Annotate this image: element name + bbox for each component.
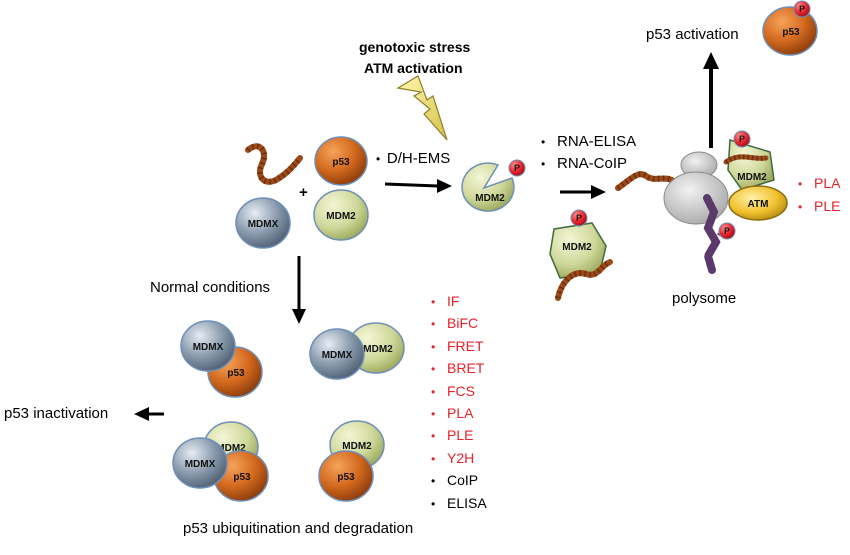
interaction-method-item: Y2H	[431, 448, 487, 470]
mdmx-label-complex2: MDMX	[322, 350, 353, 361]
interaction-method-item: BiFC	[431, 313, 487, 335]
p53-protein-icon: p53	[314, 136, 368, 186]
mdm2-label-complex2: MDM2	[363, 344, 393, 355]
polysome-complex-icon: MDM2 P ATM P	[615, 130, 788, 274]
active-p53-icon: p53 P	[762, 0, 818, 56]
interaction-method-item: PLE	[431, 425, 487, 447]
p53-label-active: p53	[782, 27, 800, 38]
interaction-method-item: BRET	[431, 358, 487, 380]
stimulus-line2: ATM activation	[364, 60, 463, 76]
phospho-label-polysome-top: P	[739, 134, 745, 144]
arrow-up-activation	[703, 52, 719, 148]
phospho-mdm2-icon: MDM2 P	[461, 159, 526, 212]
mdmx-protein-icon: MDMX	[235, 197, 291, 249]
top-method-label: • D/H-EMS	[376, 150, 450, 167]
arrow-down-normal	[292, 256, 306, 324]
plus-sign: +	[299, 184, 308, 201]
translation-methods-list: RNA-ELISA RNA-CoIP	[541, 131, 636, 175]
lightning-bolt-icon	[396, 75, 448, 141]
top-method-bullet: •	[376, 152, 387, 166]
mdm2-mrna-complex-icon: MDM2 P	[549, 209, 613, 301]
phospho-label-stress: P	[514, 163, 520, 173]
degradation-label: p53 ubiquitination and degradation	[183, 520, 414, 537]
interaction-method-item: IF	[431, 291, 487, 313]
mdmx-mdm2-p53-complex-icon: MDM2 p53 MDMX	[172, 421, 269, 502]
arrow-to-polysome	[560, 185, 606, 199]
arrow-to-stress-complex	[384, 179, 452, 193]
activation-label: p53 activation	[646, 26, 739, 43]
interaction-method-item: FCS	[431, 381, 487, 403]
atm-label: ATM	[748, 199, 769, 210]
mdm2-label: MDM2	[326, 211, 356, 222]
top-method-text: D/H-EMS	[386, 150, 451, 167]
interaction-method-item: CoIP	[431, 470, 487, 492]
mdmx-mdm2-complex-icon: MDM2 MDMX	[309, 322, 405, 380]
stimulus-line1: genotoxic stress	[359, 39, 471, 55]
mdmx-label-complex1: MDMX	[193, 342, 224, 353]
translation-method-item: RNA-CoIP	[541, 153, 636, 175]
p53-label: p53	[332, 157, 350, 168]
mdm2-p53-complex-icon: MDM2 p53	[318, 420, 385, 502]
mdm2-label-complex4: MDM2	[342, 441, 372, 452]
interaction-method-item: ELISA	[431, 493, 487, 515]
p53-label-complex1: p53	[227, 368, 245, 379]
phospho-label-active: P	[799, 4, 805, 14]
mdm2-label-polysome: MDM2	[737, 172, 767, 183]
mdmx-label-complex3: MDMX	[185, 459, 216, 470]
inactivation-label: p53 inactivation	[4, 405, 109, 422]
phospho-label-polysome-chain: P	[724, 226, 730, 236]
mdmx-p53-complex-icon: p53 MDMX	[180, 320, 263, 398]
p53-label-complex4: p53	[337, 472, 355, 483]
polysome-label: polysome	[672, 290, 737, 307]
polysome-method-item: PLE	[798, 195, 840, 218]
polysome-methods-list: PLA PLE	[798, 172, 840, 218]
translation-method-item: RNA-ELISA	[541, 131, 636, 153]
mdm2-label-stress: MDM2	[475, 193, 505, 204]
mdm2-label-mrna: MDM2	[562, 242, 592, 253]
phospho-label-mrna: P	[576, 213, 582, 223]
interaction-methods-list: IF BiFC FRET BRET FCS PLA PLE Y2H CoIP E…	[431, 291, 487, 515]
polysome-method-item: PLA	[798, 172, 840, 195]
mdm2-label-complex3: MDM2	[216, 443, 246, 454]
interaction-method-item: FRET	[431, 336, 487, 358]
normal-conditions-label: Normal conditions	[150, 279, 271, 296]
mdmx-label: MDMX	[248, 219, 279, 230]
p53-label-complex3: p53	[233, 472, 251, 483]
mdm2-protein-icon: MDM2	[313, 189, 369, 241]
interaction-method-item: PLA	[431, 403, 487, 425]
mrna-strand-icon	[245, 143, 303, 185]
arrow-left-inactivation	[134, 407, 164, 421]
